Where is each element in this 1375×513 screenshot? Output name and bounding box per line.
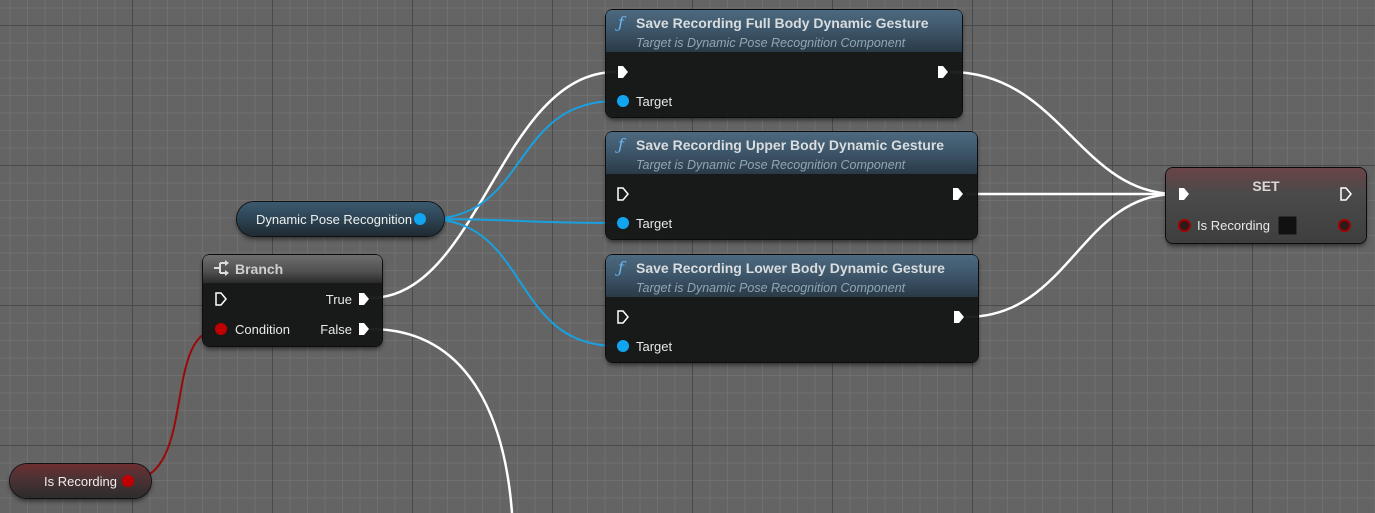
function-icon: ƒ <box>618 258 624 277</box>
object-wire-to-upper <box>427 218 617 224</box>
is-recording-input-pin[interactable]: Is Recording <box>1180 215 1297 235</box>
condition-pin[interactable]: Condition <box>215 319 290 339</box>
node-title: Save Recording Upper Body Dynamic Gestur… <box>636 137 945 153</box>
branch-node[interactable]: Branch Condition True False <box>203 255 382 346</box>
is-recording-checkbox[interactable] <box>1277 215 1297 235</box>
node-title: SET <box>1252 178 1280 194</box>
pin-label: True <box>325 291 352 307</box>
bool-pin-icon <box>1180 220 1189 230</box>
exec-pin-filled-icon <box>953 188 963 200</box>
is-recording-variable[interactable]: Is Recording <box>10 464 151 498</box>
pin-label: False <box>320 321 352 337</box>
false-pin[interactable]: False <box>320 319 370 339</box>
true-pin[interactable]: True <box>326 289 370 309</box>
object-wire-to-lower <box>427 218 617 347</box>
set-is-recording-node[interactable]: SET Is Recording <box>1166 168 1366 243</box>
object-pin-icon <box>617 340 629 352</box>
node-header: ƒ Save Recording Full Body Dynamic Gestu… <box>606 10 962 52</box>
exec-out-pin[interactable] <box>937 62 949 82</box>
pin-label: Target <box>636 338 673 354</box>
target-pin[interactable]: Target <box>617 336 672 356</box>
pin-label: Target <box>636 215 673 231</box>
exec-wire-full-to-set <box>949 70 1177 196</box>
target-pin[interactable]: Target <box>617 91 672 111</box>
node-subtitle: Target is Dynamic Pose Recognition Compo… <box>636 158 906 172</box>
exec-in-pin[interactable] <box>617 184 629 204</box>
exec-pin-outline-icon <box>215 292 227 306</box>
node-subtitle: Target is Dynamic Pose Recognition Compo… <box>636 281 906 295</box>
exec-in-pin[interactable] <box>215 289 227 309</box>
node-header: ƒ Save Recording Lower Body Dynamic Gest… <box>606 255 978 297</box>
node-title: Save Recording Lower Body Dynamic Gestur… <box>636 260 945 276</box>
node-subtitle: Target is Dynamic Pose Recognition Compo… <box>636 36 906 50</box>
exec-pin-outline-icon <box>617 187 629 201</box>
exec-out-pin[interactable] <box>1340 184 1352 204</box>
variable-label: Dynamic Pose Recognition <box>256 212 413 227</box>
node-title: Branch <box>235 261 284 277</box>
exec-in-pin[interactable] <box>1178 184 1190 204</box>
exec-in-pin[interactable] <box>617 307 629 327</box>
exec-pin-filled-icon <box>954 311 964 323</box>
object-pin-icon <box>617 217 629 229</box>
object-pin-icon <box>617 95 629 107</box>
object-wire-to-full <box>427 100 617 220</box>
object-pin-icon[interactable] <box>414 213 426 225</box>
exec-pin-filled-icon <box>1179 188 1189 200</box>
exec-in-pin[interactable] <box>617 62 629 82</box>
branch-icon <box>214 260 229 276</box>
variable-label: Is Recording <box>44 474 117 489</box>
bool-pin-icon[interactable] <box>122 475 134 487</box>
function-icon: ƒ <box>618 135 624 154</box>
exec-wire-false-down <box>369 327 514 513</box>
save-full-body-node[interactable]: ƒ Save Recording Full Body Dynamic Gestu… <box>606 10 962 117</box>
exec-pin-outline-icon <box>1340 187 1352 201</box>
is-recording-output-pin[interactable] <box>1340 215 1349 235</box>
exec-pin-outline-icon <box>617 310 629 324</box>
bool-pin-icon <box>1340 220 1349 230</box>
dynamic-pose-recognition-variable[interactable]: Dynamic Pose Recognition <box>237 202 444 236</box>
exec-pin-filled-icon <box>359 323 369 335</box>
function-icon: ƒ <box>618 13 624 32</box>
pin-label: Condition <box>235 321 290 337</box>
bool-pin-icon <box>215 323 227 335</box>
save-upper-body-node[interactable]: ƒ Save Recording Upper Body Dynamic Gest… <box>606 132 977 239</box>
exec-pin-filled-icon <box>618 66 628 78</box>
target-pin[interactable]: Target <box>617 213 672 233</box>
exec-out-pin[interactable] <box>953 307 965 327</box>
save-lower-body-node[interactable]: ƒ Save Recording Lower Body Dynamic Gest… <box>606 255 978 362</box>
exec-out-pin[interactable] <box>952 184 964 204</box>
node-header: ƒ Save Recording Upper Body Dynamic Gest… <box>606 132 977 174</box>
node-title: Save Recording Full Body Dynamic Gesture <box>636 15 929 31</box>
pin-label: Is Recording <box>1197 217 1270 233</box>
exec-wire-lower-to-set <box>965 192 1177 319</box>
exec-pin-filled-icon <box>359 293 369 305</box>
pin-label: Target <box>636 93 673 109</box>
node-header: Branch <box>203 255 382 283</box>
bool-wire-isrecording-to-condition <box>126 328 221 482</box>
exec-pin-filled-icon <box>938 66 948 78</box>
exec-wire-true-to-full <box>369 70 617 300</box>
